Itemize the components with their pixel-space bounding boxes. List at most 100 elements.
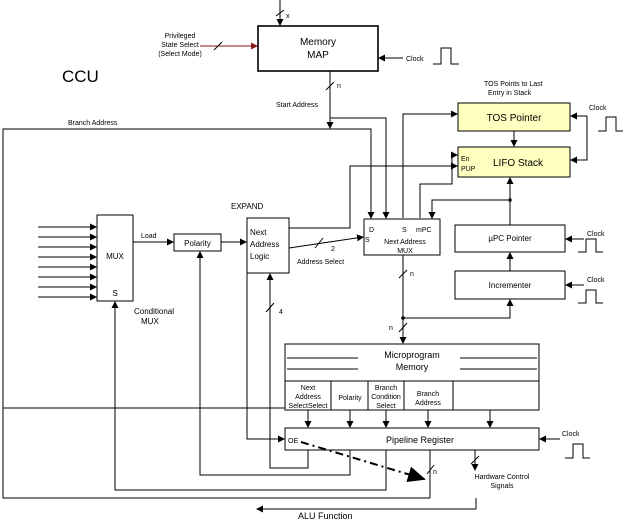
oe-dashed-arrow: [300, 441, 426, 483]
memory-map-input-label: x: [286, 13, 290, 20]
tos-note-2: Entry in Stack: [488, 90, 532, 97]
load-label: Load: [141, 233, 157, 240]
tos-pointer-block: TOS Pointer: [457, 102, 571, 132]
field-next-address-2: Address: [295, 394, 321, 401]
privileged-label-3: (Select Mode): [158, 51, 202, 58]
conditional-mux-block: MUX S: [96, 214, 134, 302]
incrementer-block: Incrementer: [454, 270, 566, 300]
microprogram-memory-block: Microprogram Memory Next Address SelectS…: [284, 343, 540, 411]
address-select-slash: [314, 237, 324, 249]
hardware-control-label-2: Signals: [491, 483, 514, 490]
incrementer-clock-waveform: [578, 289, 603, 304]
pipeline-clock-waveform: [565, 443, 590, 459]
mux-inputs: [38, 223, 97, 301]
address-select-arrow: [288, 234, 364, 249]
tos-clock-waveform: [598, 116, 623, 132]
alu-function-arrow: [256, 498, 477, 513]
next-logic-to-lifo-arrow: [349, 162, 458, 218]
next-address-logic-block: Next Address Logic: [246, 217, 290, 274]
lifo-push-arrow: [419, 151, 458, 218]
polarity-block: Polarity: [173, 233, 222, 252]
mux-to-incrementer-arrow: [403, 299, 514, 319]
mux-output-label: n: [410, 271, 414, 278]
lifo-en-label: En: [461, 156, 470, 163]
ccu-title: CCU: [62, 67, 99, 86]
privileged-select-slash: [213, 41, 223, 51]
expand-label: EXPAND: [231, 202, 264, 211]
tos-note-1: TOS Points to Last: [484, 81, 543, 88]
conditional-mux-select-label: S: [112, 289, 117, 298]
next-address-select-bus-width: 4: [279, 309, 283, 316]
mux-output-slash: [398, 269, 408, 279]
upc-pointer-label: µPC Pointer: [488, 234, 532, 243]
address-select-label: Address Select: [297, 259, 344, 266]
privileged-label-2: State Select: [161, 42, 199, 49]
next-address-logic-label-1: Next: [250, 228, 267, 237]
field-branch-address-2: Address: [415, 400, 441, 407]
field-branch-condition-2: Condition: [371, 394, 401, 401]
hardware-control-label-1: Hardware Control: [475, 474, 530, 481]
pipeline-register-label: Pipeline Register: [386, 435, 454, 445]
upc-clock-waveform: [578, 238, 603, 253]
memory-map-block: Memory MAP: [257, 25, 379, 72]
field-polarity: Polarity: [338, 395, 362, 402]
next-address-mux-d: D: [369, 227, 374, 234]
next-address-logic-label-3: Logic: [250, 252, 269, 261]
start-address-arrow: [330, 117, 390, 219]
next-address-mux-mpc: mPC: [416, 227, 432, 234]
alu-function-label: ALU Function: [298, 511, 353, 521]
next-address-logic-label-2: Address: [250, 240, 279, 249]
next-address-mux-s: S: [402, 227, 407, 234]
hardware-control-slash: [470, 455, 480, 465]
memory-map-clock-label: Clock: [406, 56, 424, 63]
field-next-address-1: Next: [301, 385, 315, 392]
branch-address-label: Branch Address: [68, 120, 118, 127]
microprogram-memory-label-2: Memory: [396, 362, 429, 372]
next-address-logic-box: [246, 217, 290, 274]
conditional-mux-label: MUX: [106, 252, 124, 261]
next-address-mux-label-2: MUX: [397, 248, 413, 255]
address-select-bus-width: 2: [331, 246, 335, 253]
upc-clock-label: Clock: [587, 231, 605, 238]
field-branch-condition-1: Branch: [375, 385, 397, 392]
conditional-mux-box: [96, 214, 134, 302]
polarity-label: Polarity: [184, 239, 211, 248]
lifo-stack-box: [457, 146, 571, 178]
lifo-pup-label: PUP: [461, 166, 476, 173]
pipeline-register-block: Pipeline Register OE: [284, 427, 540, 451]
incrementer-box: [454, 270, 566, 300]
memory-map-label-2: MAP: [307, 50, 329, 61]
field-branch-address-1: Branch: [417, 391, 439, 398]
incrementer-label: Incrementer: [489, 281, 532, 290]
conditional-mux-caption-1: Conditional: [134, 307, 174, 316]
pipeline-clock-label: Clock: [562, 431, 580, 438]
start-address-label: Start Address: [276, 102, 319, 109]
next-address-mux-block: Next Address MUX D S mPC S: [363, 218, 441, 256]
tos-clock-label: Clock: [589, 105, 607, 112]
lifo-stack-label: LIFO Stack: [493, 158, 544, 169]
polarity-feedback-arrow: [196, 251, 351, 476]
logic-to-lifo-line: [289, 218, 351, 229]
memory-map-output-label: n: [337, 83, 341, 90]
field-branch-condition-3: Select: [376, 403, 396, 410]
lifo-stack-block: LIFO Stack En PUP: [457, 146, 571, 178]
next-address-mux-s-left: S: [365, 237, 370, 244]
field-next-address-3: SelectSelect: [289, 403, 328, 410]
pipeline-to-branch-line: [2, 408, 430, 499]
privileged-label-1: Privileged: [165, 33, 196, 40]
microprogram-memory-label-1: Microprogram: [384, 350, 440, 360]
memory-input-slash: [398, 322, 408, 333]
oe-output-label: n: [433, 469, 437, 476]
next-address-select-slash: [265, 302, 275, 313]
tos-pointer-label: TOS Pointer: [487, 113, 543, 124]
memory-map-box: [257, 25, 379, 72]
upc-to-mux-arrow: [428, 199, 510, 219]
branch-condition-feedback-arrow: [111, 301, 387, 491]
conditional-mux-caption-2: MUX: [141, 317, 159, 326]
upc-pointer-block: µPC Pointer: [454, 224, 566, 253]
memory-map-input-slash: [275, 9, 285, 17]
next-address-mux-label-1: Next Address: [384, 239, 426, 246]
memory-map-clock-waveform: [433, 47, 459, 65]
next-address-select-feedback: [266, 273, 309, 469]
